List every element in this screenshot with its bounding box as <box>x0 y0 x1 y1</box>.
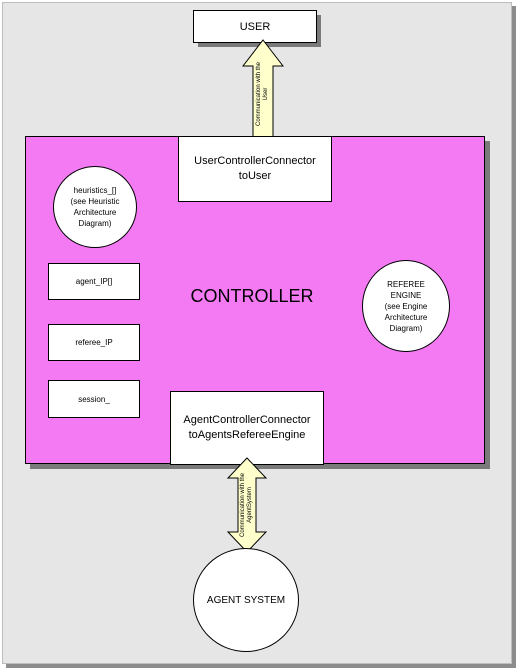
heuristics-circle: heuristics_[] (see Heuristic Architectur… <box>53 166 137 248</box>
user-connector-line2: toUser <box>238 170 272 182</box>
referee-engine-circle: REFEREE ENGINE (see Engine Architecture … <box>362 260 450 352</box>
heuristics-line1: heuristics_[] <box>73 186 117 195</box>
referee-ip-field: referee_IP <box>48 324 140 361</box>
controller-title: CONTROLLER <box>190 286 314 306</box>
user-box: USER <box>193 10 317 43</box>
heuristics-line3: Architecture <box>73 208 117 217</box>
agent-connector-line2: toAgentsRefereeEngine <box>188 429 306 441</box>
heuristics-line4: Diagram) <box>78 219 112 228</box>
referee-engine-line2: ENGINE <box>390 290 422 300</box>
referee-ip-label: referee_IP <box>75 338 113 347</box>
agent-ip-field: agent_IP[] <box>48 263 140 300</box>
user-connector-line1: UserControllerConnector <box>194 155 316 167</box>
user-arrow-label: Communication with the User <box>256 54 270 134</box>
referee-engine-line4: Architecture <box>384 312 428 322</box>
agent-arrow-label-line2: AgentSystem <box>247 487 253 523</box>
agent-controller-connector: AgentControllerConnector toAgentsReferee… <box>170 391 324 465</box>
user-controller-connector: UserControllerConnector toUser <box>178 136 332 202</box>
referee-engine-line5: Diagram) <box>389 323 423 333</box>
agent-system-label: AGENT SYSTEM <box>206 594 286 606</box>
agent-arrow-label-line1: Communication with the <box>240 472 246 538</box>
user-box-label: USER <box>239 20 271 33</box>
referee-engine-line1: REFEREE <box>387 279 425 289</box>
session-field: session_ <box>48 380 140 418</box>
referee-engine-line3: (see Engine <box>384 301 428 311</box>
heuristics-line2: (see Heuristic <box>70 197 120 206</box>
agent-arrow-label: Communication with the AgentSystem <box>240 466 254 544</box>
user-arrow-label-line2: User <box>263 87 269 101</box>
user-arrow-label-line1: Communication with the <box>256 61 262 127</box>
agent-connector-line1: AgentControllerConnector <box>183 414 311 426</box>
agent-ip-label: agent_IP[] <box>75 277 113 286</box>
agent-system-circle: AGENT SYSTEM <box>193 548 299 652</box>
session-label: session_ <box>78 394 110 404</box>
